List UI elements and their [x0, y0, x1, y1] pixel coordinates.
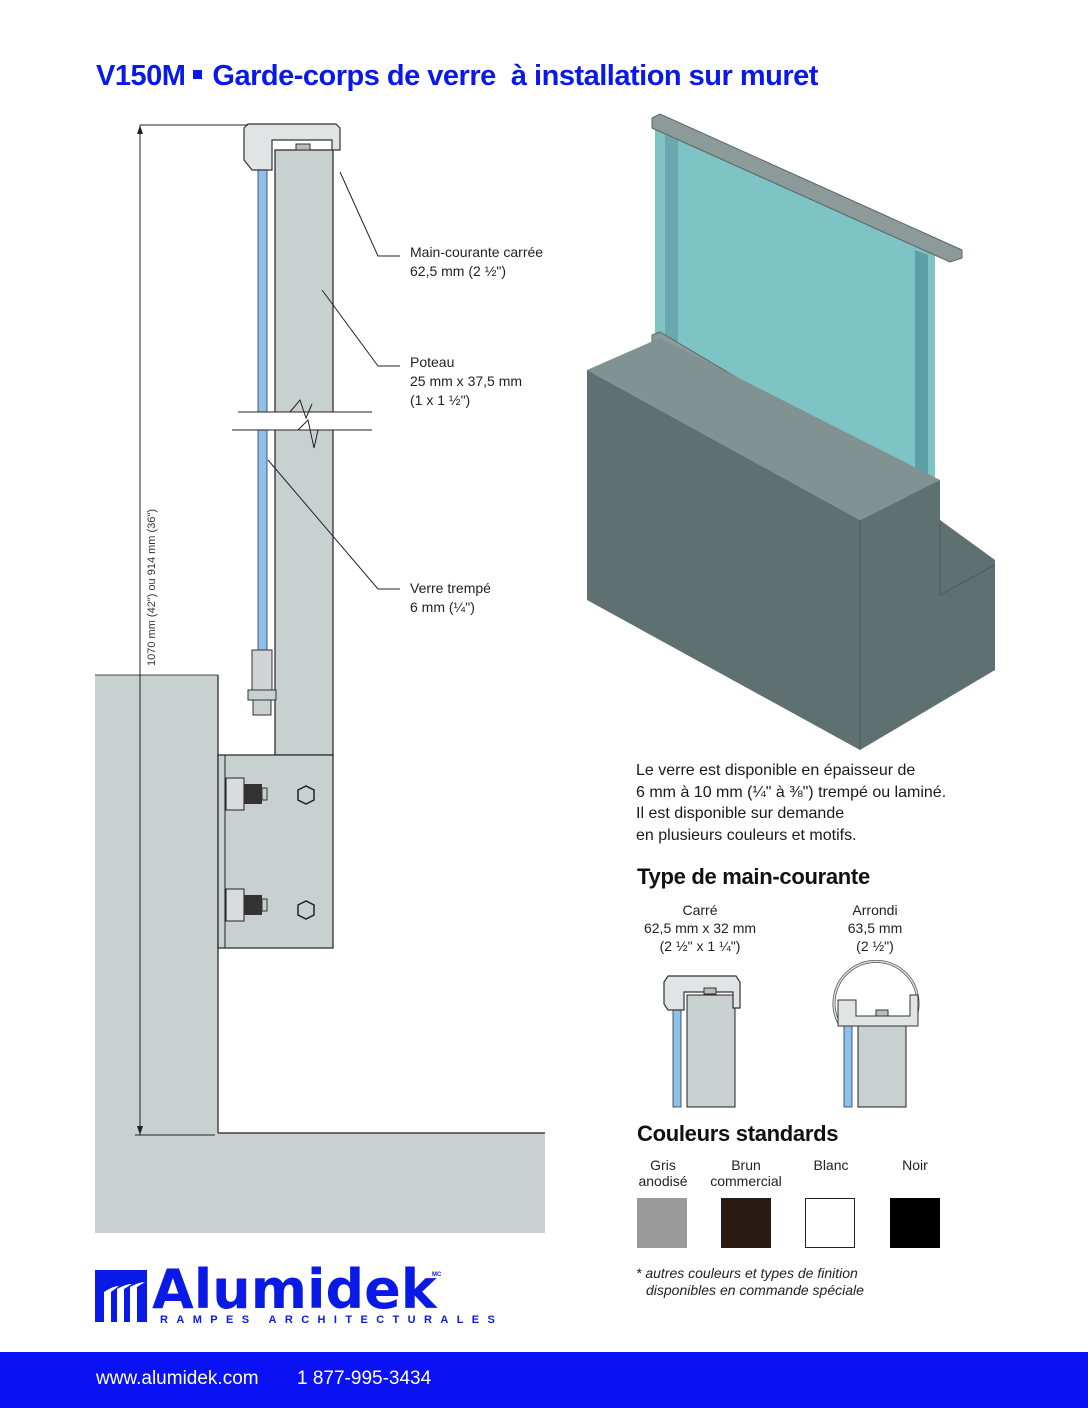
colors-heading: Couleurs standards	[637, 1121, 839, 1146]
trademark-mark: MC	[432, 1272, 442, 1278]
page-title: V150M Garde-corps de verre à installation…	[96, 60, 818, 93]
color-label-line: anodisé	[638, 1173, 688, 1189]
handrail-type-dims: 63,5 mm	[847, 920, 903, 936]
bullet-square-icon	[193, 69, 203, 79]
color-label-brown: Brun commercial	[701, 1157, 791, 1189]
handrail-type-name: Arrondi	[852, 902, 898, 918]
color-swatch-brown	[721, 1198, 771, 1248]
hex-nut-icon	[297, 900, 315, 920]
square-handrail-icon	[663, 975, 741, 1108]
glass-info-paragraph: Le verre est disponible en épaisseur de …	[636, 760, 946, 846]
callout-spec: 62,5 mm (2 ½")	[410, 263, 506, 279]
brand-tagline: RAMPES ARCHITECTURALES	[160, 1314, 504, 1326]
color-label-white: Blanc	[786, 1157, 876, 1173]
glass-panel	[257, 139, 268, 661]
color-label-line: Noir	[902, 1157, 928, 1173]
brand-name: Alumidek	[152, 1258, 437, 1321]
footnote-line: * autres couleurs et types de finition	[636, 1265, 858, 1281]
handrail-profiles-drawing	[663, 960, 920, 1108]
handrail-types-heading: Type de main-courante	[637, 864, 870, 889]
color-label-grey: Gris anodisé	[618, 1157, 708, 1189]
colors-footnote: * autres couleurs et types de finition d…	[636, 1265, 864, 1299]
glass-info-line: en plusieurs couleurs et motifs.	[636, 826, 857, 844]
leader-line	[339, 171, 400, 257]
handrail-profile	[243, 123, 341, 171]
callout-spec: (1 x 1 ½")	[410, 392, 471, 408]
phone-number[interactable]: 1 877-995-3434	[297, 1368, 432, 1389]
wall-vertical	[95, 675, 218, 1160]
model-code: V150M	[96, 60, 186, 92]
callout-title: Main-courante carrée	[410, 244, 544, 260]
bolt-icon	[225, 777, 268, 811]
callout-spec: 25 mm x 37,5 mm	[410, 373, 523, 389]
glass-shoe	[251, 649, 273, 691]
color-label-line: Gris	[650, 1157, 676, 1173]
handrail-type-name: Carré	[682, 902, 718, 918]
bolt-icon	[225, 888, 268, 922]
callout-title: Verre trempé	[410, 580, 491, 596]
callout-post: Poteau 25 mm x 37,5 mm (1 x 1 ½")	[410, 353, 522, 410]
isometric-illustration	[587, 113, 996, 750]
footer-bar: www.alumidek.com 1 877-995-3434	[0, 1352, 1088, 1408]
wall-side-3d	[860, 480, 995, 750]
top-rail-3d	[651, 113, 963, 263]
round-handrail-icon	[832, 960, 920, 1108]
handrail-type-imperial: (2 ½")	[856, 938, 894, 954]
callout-title: Poteau	[410, 354, 455, 370]
handrail-type-imperial: (2 ½" x 1 ¼")	[659, 938, 741, 954]
color-swatch-grey	[637, 1198, 687, 1248]
color-label-line: Brun	[731, 1157, 761, 1173]
glass-info-line: 6 mm à 10 mm (¼" à ⅜") trempé ou laminé.	[636, 783, 947, 801]
footnote-line: disponibles en commande spéciale	[646, 1282, 864, 1298]
glass-info-line: Il est disponible sur demande	[636, 805, 845, 822]
alumidek-logo-icon	[95, 1270, 147, 1322]
callout-spec: 6 mm (¼")	[410, 599, 475, 615]
handrail-type-square: Carré 62,5 mm x 32 mm (2 ½" x 1 ¼")	[630, 901, 770, 955]
handrail-type-round: Arrondi 63,5 mm (2 ½")	[805, 901, 945, 955]
wall-top-3d	[587, 338, 940, 520]
glass-panel-3d	[655, 125, 935, 505]
section-drawing	[95, 123, 545, 1233]
callout-handrail: Main-courante carrée 62,5 mm (2 ½")	[410, 243, 543, 281]
handrail-type-dims: 62,5 mm x 32 mm	[643, 920, 757, 936]
color-swatch-black	[890, 1198, 940, 1248]
floor-slab	[95, 1133, 545, 1233]
color-label-line: commercial	[710, 1173, 782, 1189]
title-description: Garde-corps de verre à installation sur …	[212, 60, 818, 92]
glass-info-line: Le verre est disponible en épaisseur de	[636, 762, 916, 779]
post	[274, 149, 334, 756]
leader-line	[267, 459, 400, 590]
color-label-black: Noir	[870, 1157, 960, 1173]
color-swatch-white	[805, 1198, 855, 1248]
website-link[interactable]: www.alumidek.com	[96, 1368, 259, 1389]
leader-line	[321, 289, 400, 367]
hex-nut-icon	[297, 785, 315, 805]
wall-front-3d	[587, 370, 860, 750]
height-dimension-label: 1070 mm (42") ou 914 mm (36")	[146, 509, 158, 666]
break-gap	[230, 412, 375, 430]
callout-glass: Verre trempé 6 mm (¼")	[410, 579, 491, 617]
color-label-line: Blanc	[813, 1157, 849, 1173]
